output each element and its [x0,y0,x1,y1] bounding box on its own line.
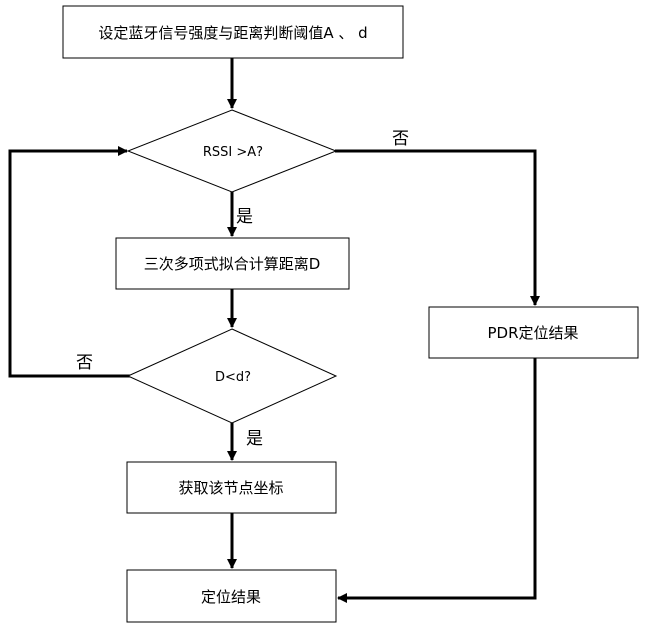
node-pdr-result: PDR定位结果 [428,306,639,359]
get-coord-label: 获取该节点坐标 [178,479,283,497]
get-coord-box [126,461,337,514]
final-result-label: 定位结果 [201,588,261,606]
poly-fit-label: 三次多项式拟合计算距离D [144,255,321,273]
rssi-no-label: 否 [392,129,409,149]
edge-dcheck-no-loop [8,146,130,378]
d-check-diamond [126,328,338,424]
d-no-label: 否 [76,353,93,373]
node-get-coord: 获取该节点坐标 [126,461,337,514]
d-check-label: D<d? [215,370,251,385]
edge-pdr-to-result [337,357,537,603]
pdr-result-box [428,306,639,359]
node-d-check: D<d? [126,328,338,424]
node-final-result: 定位结果 [126,569,337,623]
node-set-threshold: 设定蓝牙信号强度与距离判断阈值A 、 d [62,5,404,59]
rssi-yes-label: 是 [236,207,253,227]
edge-rssi-no-to-pdr [335,149,540,306]
node-rssi-check: RSSI >A? [126,109,338,193]
rssi-check-diamond [126,109,338,193]
set-threshold-box [62,5,404,59]
connectors [8,58,540,603]
d-yes-label: 是 [246,429,263,449]
rssi-check-label: RSSI >A? [203,145,263,160]
final-result-box [126,569,337,623]
pdr-result-label: PDR定位结果 [487,324,578,342]
set-threshold-label: 设定蓝牙信号强度与距离判断阈值A 、 d [98,24,367,42]
poly-fit-box [115,237,350,290]
node-poly-fit: 三次多项式拟合计算距离D [115,237,350,290]
